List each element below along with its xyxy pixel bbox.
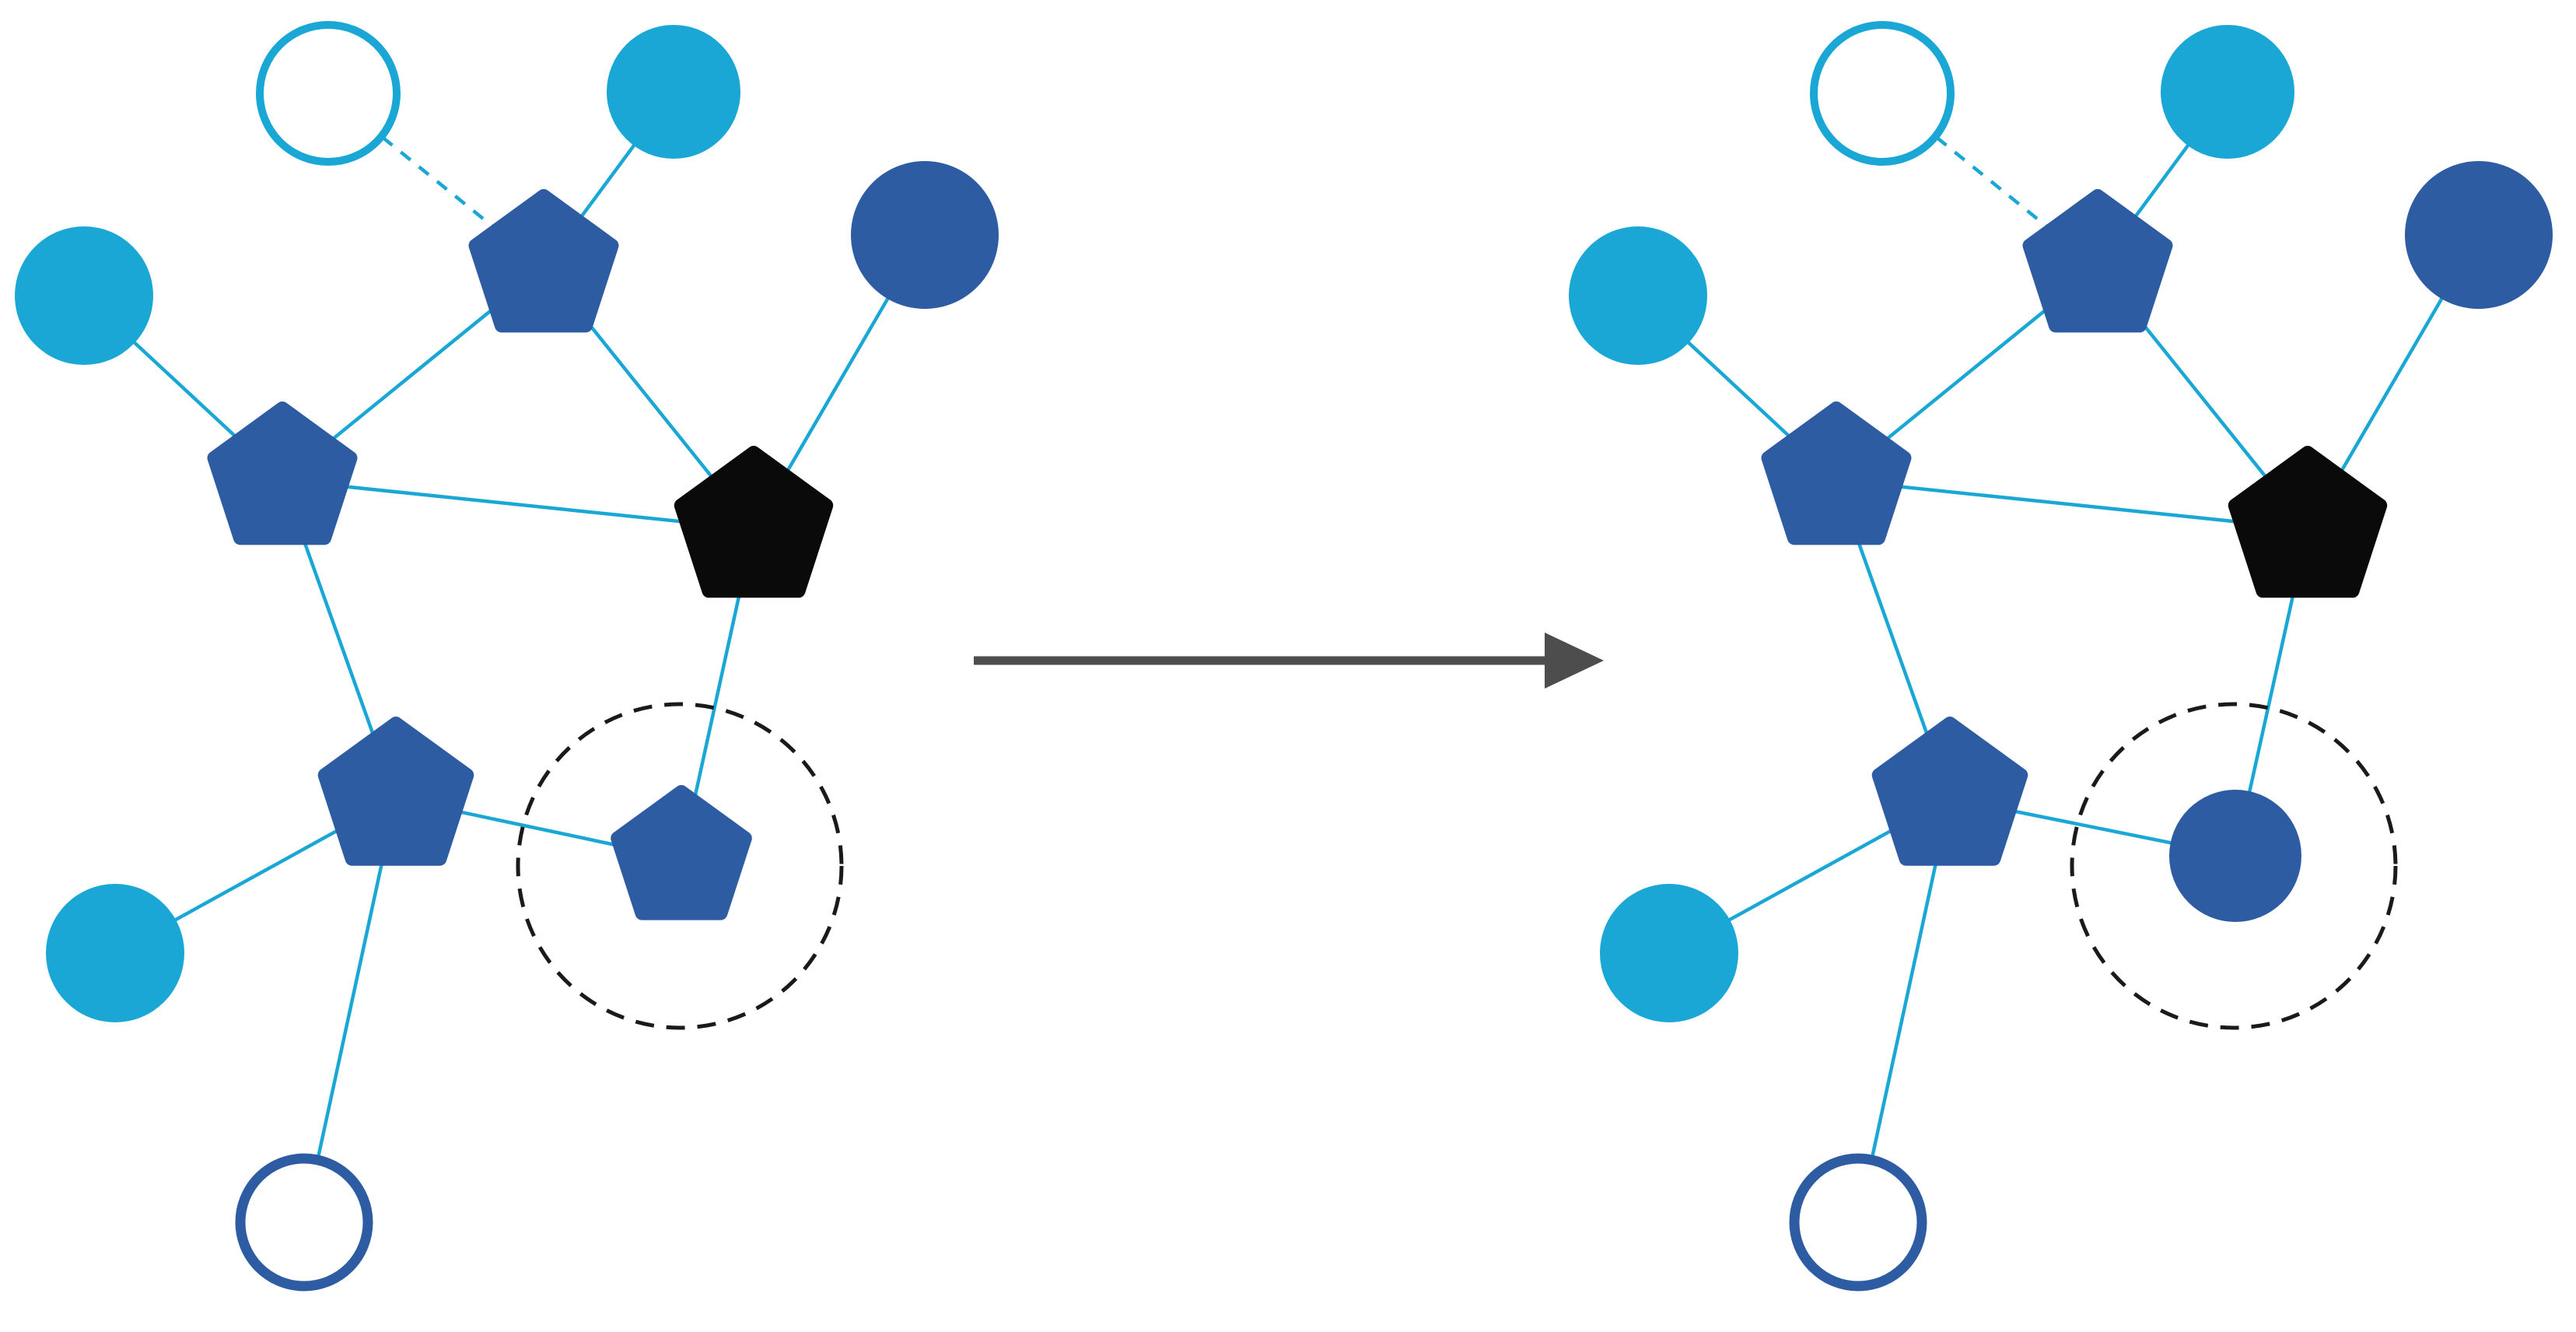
node-pentagon-top-before — [468, 189, 619, 333]
graph-before — [15, 21, 999, 1292]
edge-pentagon-left--pentagon-black — [282, 478, 754, 531]
node-target-node-before — [611, 785, 752, 920]
edge-pentagon-lower--open-blue-circle — [302, 797, 398, 1223]
node-cyan-circle-top-after — [2161, 25, 2294, 159]
node-open-cyan-circle-after — [1810, 21, 1955, 166]
edge-pentagon-lower--open-blue-circle — [1856, 797, 1952, 1223]
transform-arrow-head — [1545, 633, 1604, 689]
node-open-blue-circle-after — [1789, 1153, 1927, 1292]
node-blue-circle-topright-after — [2405, 161, 2553, 309]
node-cyan-circle-left-after — [1569, 226, 1707, 365]
node-pentagon-lower-before — [317, 717, 474, 866]
highlight-dashed-circle — [2070, 702, 2398, 1030]
node-cyan-circle-top-before — [607, 25, 740, 159]
highlight-dashed-circle — [516, 702, 844, 1030]
node-open-cyan-circle-before — [256, 21, 401, 166]
node-cyan-circle-left-before — [15, 226, 153, 365]
node-pentagon-left-after — [1761, 401, 1912, 545]
node-pentagon-left-before — [207, 401, 358, 545]
node-pentagon-black-before — [674, 446, 834, 598]
graph-after — [1569, 21, 2553, 1292]
node-cyan-circle-bottom-after — [1600, 884, 1738, 1022]
node-target-node-after — [2169, 790, 2301, 922]
node-open-blue-circle-before — [235, 1153, 373, 1292]
edge-pentagon-left--pentagon-black — [1836, 478, 2308, 531]
node-pentagon-lower-after — [1871, 717, 2028, 866]
node-pentagon-top-after — [2022, 189, 2173, 333]
node-blue-circle-topright-before — [851, 161, 999, 309]
node-pentagon-black-after — [2228, 446, 2388, 598]
node-cyan-circle-bottom-before — [46, 884, 184, 1022]
